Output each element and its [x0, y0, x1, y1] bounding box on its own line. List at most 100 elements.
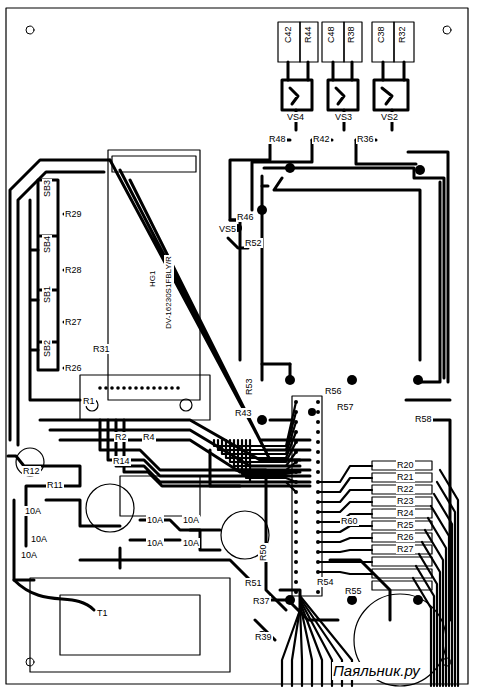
- part-label: R58: [414, 414, 433, 424]
- part-label: R50: [258, 543, 268, 562]
- ic-pin: [316, 450, 320, 454]
- bus-trace: [246, 440, 296, 482]
- part-label: R2: [114, 432, 128, 442]
- part-label: R26: [64, 363, 83, 373]
- bus-trace: [318, 490, 372, 502]
- bus-trace: [318, 572, 372, 574]
- part-label: T1: [96, 608, 109, 618]
- ic-pin: [294, 500, 298, 504]
- part-label: R29: [64, 209, 83, 219]
- resistor-symbol: [372, 545, 432, 554]
- part-label: R56: [324, 386, 343, 396]
- ic-pin: [294, 510, 298, 514]
- part-label: R20: [396, 460, 415, 470]
- part-label: 10A: [182, 515, 200, 525]
- part-label: R42: [312, 134, 331, 144]
- lcd-pin: [98, 386, 102, 390]
- lcd-pin: [170, 386, 174, 390]
- resistor-symbol: [372, 521, 432, 530]
- part-label: VS5: [218, 224, 237, 234]
- part-label: R11: [46, 480, 64, 490]
- part-label: R52: [244, 238, 263, 248]
- bus-trace: [292, 608, 300, 686]
- ic-pin: [316, 470, 320, 474]
- part-label: SB3: [42, 179, 52, 198]
- part-label: R32: [397, 25, 407, 44]
- part-label: R55: [344, 586, 363, 596]
- lcd-pin: [146, 386, 150, 390]
- part-label: 10A: [30, 534, 48, 544]
- part-label: 10A: [182, 538, 200, 548]
- bus-trace: [318, 526, 372, 532]
- bus-trace: [234, 440, 296, 466]
- part-label: R23: [396, 496, 415, 506]
- lcd-pin: [158, 386, 162, 390]
- part-label: R27: [64, 317, 83, 327]
- part-label: R31: [92, 344, 111, 354]
- part-label: R44: [303, 25, 313, 44]
- lcd-pin: [122, 386, 126, 390]
- part-label: R1: [82, 396, 96, 406]
- part-label: 10A: [146, 515, 164, 525]
- part-label: R4: [142, 432, 156, 442]
- part-label: R37: [252, 596, 271, 606]
- lcd-pin: [110, 386, 114, 390]
- part-label: C42: [283, 25, 293, 44]
- resistor-symbol: [372, 509, 432, 518]
- part-label: DV-16230S1FBLY/R: [164, 255, 174, 330]
- part-label: R25: [396, 520, 415, 530]
- part-label: R53: [244, 377, 254, 396]
- ic-pin: [294, 580, 298, 584]
- resistor-symbol: [372, 497, 432, 506]
- resistor-symbol: [372, 569, 432, 578]
- part-label: R39: [254, 632, 273, 642]
- part-label: HG1: [148, 270, 158, 288]
- part-label: R51: [244, 578, 263, 588]
- part-label: 10A: [146, 538, 164, 548]
- part-label: R27: [396, 544, 415, 554]
- ic-pin: [294, 550, 298, 554]
- part-label: R22: [396, 484, 415, 494]
- part-label: SB1: [42, 285, 52, 304]
- ic-pin: [316, 400, 320, 404]
- bus-trace: [230, 440, 296, 462]
- part-label: SB2: [42, 339, 52, 358]
- part-label: R12: [22, 466, 41, 476]
- part-label: R46: [236, 212, 255, 222]
- watermark: Паяльник.ру: [332, 662, 421, 680]
- lcd-pin: [128, 386, 132, 390]
- bus-trace: [318, 538, 372, 542]
- ic-pin: [294, 570, 298, 574]
- lcd-pin: [164, 386, 168, 390]
- lcd-pin: [116, 386, 120, 390]
- lcd-pin: [104, 386, 108, 390]
- lcd-pin: [134, 386, 138, 390]
- resistor-symbol: [372, 485, 432, 494]
- part-label: R38: [346, 25, 356, 44]
- part-label: 10A: [24, 506, 42, 516]
- ic-pin: [316, 460, 320, 464]
- part-label: R28: [64, 265, 83, 275]
- resistor-symbol: [372, 473, 432, 482]
- bus-trace: [318, 466, 372, 482]
- ic-pin: [294, 530, 298, 534]
- part-label: C48: [326, 25, 336, 44]
- part-label: R43: [234, 408, 253, 418]
- part-label: VS4: [286, 112, 305, 122]
- resistor-symbol: [372, 461, 432, 470]
- part-label: R36: [356, 134, 375, 144]
- ic-pin: [316, 420, 320, 424]
- part-label: R26: [396, 532, 415, 542]
- part-label: R54: [316, 577, 335, 587]
- bus-trace: [250, 440, 296, 492]
- part-label: VS3: [334, 112, 353, 122]
- ic-pin: [294, 540, 298, 544]
- lcd-pin: [140, 386, 144, 390]
- part-label: R14: [112, 456, 131, 466]
- part-label: R48: [268, 134, 287, 144]
- ic-pin: [294, 560, 298, 564]
- part-label: VS2: [380, 112, 399, 122]
- resistor-symbol: [372, 557, 432, 566]
